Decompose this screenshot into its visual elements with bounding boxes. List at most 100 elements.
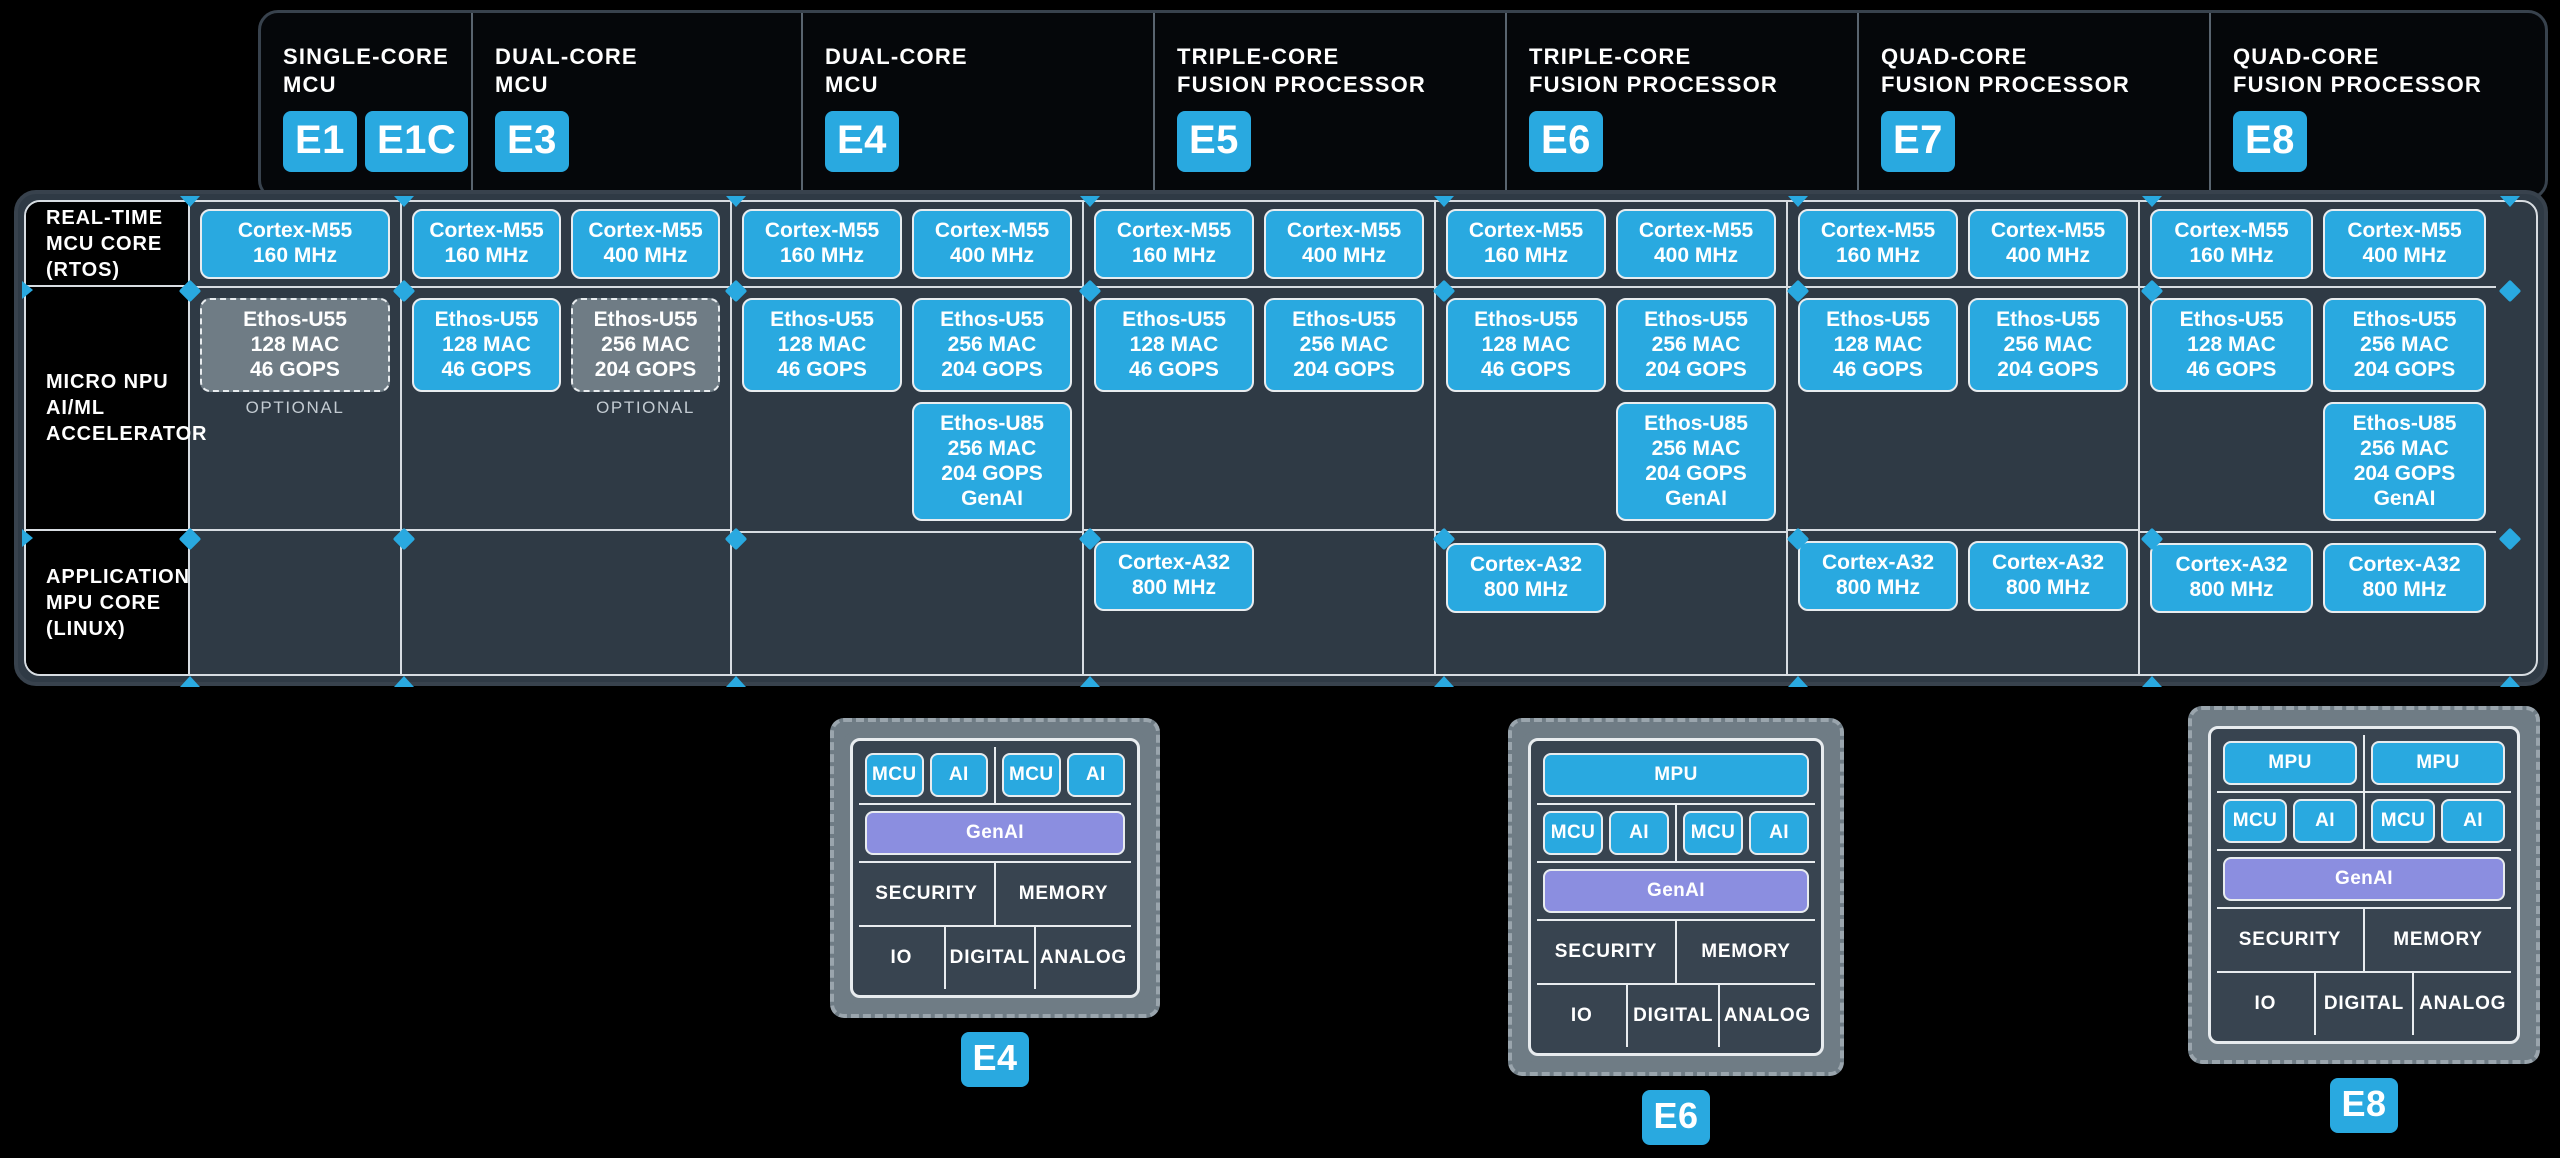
die-block-ai[interactable]: AI bbox=[2293, 799, 2357, 843]
die-badge-e8[interactable]: E8 bbox=[2330, 1078, 2398, 1133]
npu-chip-box[interactable]: Ethos-U85 256 MAC 204 GOPS GenAI bbox=[912, 402, 1072, 522]
family-badge-e5[interactable]: E5 bbox=[1177, 111, 1251, 173]
family-header-e7[interactable]: Quad-Core Fusion ProcessorE7 bbox=[1859, 13, 2211, 197]
core-chip-box[interactable]: Cortex-M55 160 MHz bbox=[742, 209, 902, 279]
die-block-genai[interactable]: GenAI bbox=[865, 811, 1125, 855]
die-badge-e4[interactable]: E4 bbox=[961, 1032, 1029, 1087]
family-badge-e4[interactable]: E4 bbox=[825, 111, 899, 173]
die-segment-security[interactable]: SECURITY bbox=[2217, 909, 2365, 971]
core-chip-box[interactable]: Cortex-M55 160 MHz bbox=[1094, 209, 1254, 279]
npu-chip-box[interactable]: Ethos-U55 256 MAC 204 GOPS bbox=[2323, 298, 2486, 393]
core-chip-box[interactable]: Cortex-M55 400 MHz bbox=[1264, 209, 1424, 279]
die-row-mpu: MPU MPU bbox=[2217, 735, 2511, 793]
family-badge-e7[interactable]: E7 bbox=[1881, 111, 1955, 173]
family-header-e8[interactable]: Quad-Core Fusion ProcessorE8 bbox=[2211, 13, 2560, 197]
npu-chip-box[interactable]: Ethos-U55 256 MAC 204 GOPS bbox=[1616, 298, 1776, 393]
mpu-chip-box[interactable]: Cortex-A32 800 MHz bbox=[2323, 543, 2486, 613]
core-chip-box[interactable]: Cortex-M55 400 MHz bbox=[912, 209, 1072, 279]
die-segment-io[interactable]: IO bbox=[859, 927, 946, 989]
core-chip-box[interactable]: Cortex-M55 160 MHz bbox=[2150, 209, 2313, 279]
die-segment-digital[interactable]: DIGITAL bbox=[946, 927, 1036, 989]
core-chip-box[interactable]: Cortex-M55 400 MHz bbox=[1616, 209, 1776, 279]
npu-chip-box[interactable]: Ethos-U55 256 MAC 204 GOPS bbox=[1264, 298, 1424, 393]
npu-chip-box[interactable]: Ethos-U55 128 MAC 46 GOPS bbox=[2150, 298, 2313, 393]
mpu-chip-box[interactable]: Cortex-A32 800 MHz bbox=[2150, 543, 2313, 613]
family-header-e6[interactable]: Triple-Core Fusion ProcessorE6 bbox=[1507, 13, 1859, 197]
die-block-ai[interactable]: AI bbox=[1066, 753, 1125, 797]
die-segment-memory[interactable]: MEMORY bbox=[1701, 941, 1791, 962]
npu-chip-box[interactable]: Ethos-U55 256 MAC 204 GOPS bbox=[571, 298, 720, 393]
npu-chip-box[interactable]: Ethos-U85 256 MAC 204 GOPS GenAI bbox=[1616, 402, 1776, 522]
npu-chip-box[interactable]: Ethos-U55 128 MAC 46 GOPS bbox=[412, 298, 561, 393]
family-header-e5[interactable]: Triple-Core Fusion ProcessorE5 bbox=[1155, 13, 1507, 197]
die-block-mcu[interactable]: MCU bbox=[2223, 799, 2287, 843]
core-chip-box[interactable]: Cortex-M55 160 MHz bbox=[1798, 209, 1958, 279]
die-segment-digital[interactable]: DIGITAL bbox=[1628, 985, 1720, 1047]
npu-chip-box[interactable]: Ethos-U55 128 MAC 46 GOPS bbox=[1798, 298, 1958, 393]
die-block-mcu[interactable]: MCU bbox=[2371, 799, 2435, 843]
die-segment-io[interactable]: IO bbox=[1537, 985, 1629, 1047]
die-segment-digital[interactable]: DIGITAL bbox=[2316, 973, 2415, 1035]
die-block-ai[interactable]: AI bbox=[2441, 799, 2505, 843]
die-segment-memory[interactable]: MEMORY bbox=[1018, 883, 1109, 904]
core-chip-box[interactable]: Cortex-M55 160 MHz bbox=[1446, 209, 1606, 279]
die-segment-analog[interactable]: ANALOG bbox=[1723, 1005, 1812, 1026]
die-block-mcu[interactable]: MCU bbox=[1543, 811, 1603, 855]
core-chip-box[interactable]: Cortex-M55 400 MHz bbox=[571, 209, 720, 279]
die-block-mcu[interactable]: MCU bbox=[1683, 811, 1743, 855]
core-chip-box[interactable]: Cortex-M55 400 MHz bbox=[1968, 209, 2128, 279]
die-segment-security[interactable]: SECURITY bbox=[859, 863, 996, 925]
mpu-chip-box[interactable]: Cortex-A32 800 MHz bbox=[1798, 541, 1958, 611]
die-segment-security[interactable]: SECURITY bbox=[1537, 921, 1677, 983]
die-segment-memory[interactable]: MEMORY bbox=[2393, 929, 2483, 950]
die-block-ai[interactable]: AI bbox=[1609, 811, 1669, 855]
npu-chip-box[interactable]: Ethos-U55 128 MAC 46 GOPS bbox=[742, 298, 902, 393]
mpu-chip-box[interactable]: Cortex-A32 800 MHz bbox=[1094, 541, 1254, 611]
npu-chip-box[interactable]: Ethos-U55 128 MAC 46 GOPS bbox=[1094, 298, 1254, 393]
npu-chip-box[interactable]: Ethos-U55 256 MAC 204 GOPS bbox=[1968, 298, 2128, 393]
die-block-mcu[interactable]: MCU bbox=[1002, 753, 1061, 797]
core-chip-box[interactable]: Cortex-M55 160 MHz bbox=[412, 209, 561, 279]
family-badge-e6[interactable]: E6 bbox=[1529, 111, 1603, 173]
core-chip-box[interactable]: Cortex-M55 400 MHz bbox=[2323, 209, 2486, 279]
family-badge-e1c[interactable]: E1C bbox=[364, 111, 469, 173]
npu-chip-box[interactable]: Ethos-U55 128 MAC 46 GOPS bbox=[200, 298, 390, 393]
family-badge-e8[interactable]: E8 bbox=[2233, 111, 2307, 173]
core-chip-box[interactable]: Cortex-M55 160 MHz bbox=[200, 209, 390, 279]
matrix-row-labels: Real-Time MCU Core (RTOS)Micro NPU AI/ML… bbox=[26, 202, 206, 674]
die-block-mpu[interactable]: MPU bbox=[2223, 741, 2357, 785]
cell-mpu-e6: Cortex-A32 800 MHz bbox=[1436, 533, 1786, 674]
die-block-mpu[interactable]: MPU bbox=[1543, 753, 1809, 797]
mpu-chip-box[interactable]: Cortex-A32 800 MHz bbox=[1446, 543, 1606, 613]
family-badge-e3[interactable]: E3 bbox=[495, 111, 569, 173]
die-block-ai[interactable]: AI bbox=[929, 753, 988, 797]
die-block-genai[interactable]: GenAI bbox=[1543, 869, 1809, 913]
npu-chip-box[interactable]: Ethos-U85 256 MAC 204 GOPS GenAI bbox=[2323, 402, 2486, 522]
die-segment-analog[interactable]: ANALOG bbox=[1039, 947, 1127, 968]
die-segment-io[interactable]: IO bbox=[2217, 973, 2316, 1035]
die-block-mcu[interactable]: MCU bbox=[865, 753, 924, 797]
mpu-chip-box[interactable]: Cortex-A32 800 MHz bbox=[1968, 541, 2128, 611]
npu-chip-box[interactable]: Ethos-U55 256 MAC 204 GOPS bbox=[912, 298, 1072, 393]
die-badge-e6[interactable]: E6 bbox=[1642, 1090, 1710, 1145]
die-block-ai[interactable]: AI bbox=[1749, 811, 1809, 855]
family-badge-e1[interactable]: E1 bbox=[283, 111, 357, 173]
die-segment-analog[interactable]: ANALOG bbox=[2419, 993, 2507, 1014]
die-block-genai[interactable]: GenAI bbox=[2223, 857, 2505, 901]
die-block-mpu[interactable]: MPU bbox=[2371, 741, 2505, 785]
npu-chip-box[interactable]: Ethos-U55 128 MAC 46 GOPS bbox=[1446, 298, 1606, 393]
